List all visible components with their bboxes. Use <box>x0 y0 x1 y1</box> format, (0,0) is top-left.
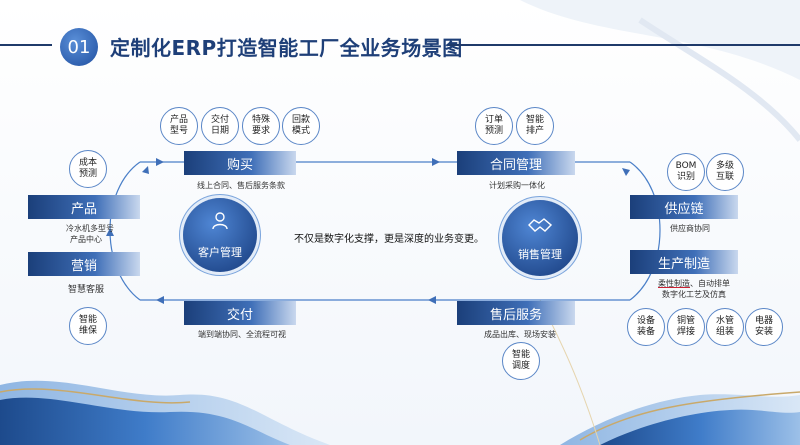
stage-purchase[interactable]: 购买 <box>184 151 296 175</box>
bubble-cost-forecast[interactable]: 成本预测 <box>69 150 107 188</box>
stage-label: 营销 <box>70 258 97 274</box>
bubble-pipe-assembly[interactable]: 水管组装 <box>706 308 744 346</box>
hub-label: 销售管理 <box>518 248 562 261</box>
center-statement: 不仅是数字化支撑，更是深度的业务变更。 <box>294 234 484 245</box>
bubble-payment-mode[interactable]: 回款模式 <box>282 107 320 145</box>
stage-label: 售后服务 <box>489 307 542 323</box>
bubble-equipment[interactable]: 设备装备 <box>627 308 665 346</box>
person-icon <box>211 212 229 233</box>
bubble-multi-link[interactable]: 多级互联 <box>706 153 744 191</box>
stage-production[interactable]: 生产制造 <box>630 250 738 274</box>
hub-label: 客户管理 <box>198 246 242 259</box>
bubble-smart-maintenance[interactable]: 智能维保 <box>69 307 107 345</box>
stage-supply[interactable]: 供应链 <box>630 195 738 219</box>
bubble-copper-welding[interactable]: 铜管焊接 <box>667 308 705 346</box>
hub-customer[interactable]: 客户管理 <box>183 198 257 272</box>
stage-delivery[interactable]: 交付 <box>184 301 296 325</box>
page-title: 定制化ERP打造智能工厂全业务场景图 <box>110 36 463 60</box>
arrow-left-top <box>142 166 149 174</box>
hub-sales[interactable]: 销售管理 <box>502 200 578 276</box>
bubble-smart-dispatch[interactable]: 智能调度 <box>502 342 540 380</box>
loop-left-arc <box>109 161 141 301</box>
stage-product-sub2: 产品中心 <box>70 235 102 244</box>
stage-marketing-sub: 智慧客服 <box>68 285 105 295</box>
section-number: 01 <box>60 28 98 66</box>
title-rule-right <box>448 44 800 46</box>
arrow-bottom-2 <box>156 296 164 304</box>
stage-after-sales-sub: 成品出库、现场安装 <box>484 330 556 339</box>
bubble-special-req[interactable]: 特殊要求 <box>242 107 280 145</box>
bubble-smart-scheduling[interactable]: 智能排产 <box>516 107 554 145</box>
handshake-icon <box>528 216 553 237</box>
stage-contract-sub: 计划采购一体化 <box>489 181 545 190</box>
stage-label: 购买 <box>226 157 253 173</box>
arrow-bottom-1 <box>428 296 436 304</box>
stage-contract[interactable]: 合同管理 <box>457 151 575 175</box>
stage-product[interactable]: 产品 <box>28 195 140 219</box>
stage-delivery-sub: 端到端协同、全流程可视 <box>198 330 286 339</box>
stage-marketing[interactable]: 营销 <box>28 252 140 276</box>
arrow-top-2 <box>432 158 440 166</box>
stage-label: 交付 <box>226 307 253 323</box>
title-bar: 01 定制化ERP打造智能工厂全业务场景图 <box>0 24 800 66</box>
arrow-left-mid <box>106 228 114 236</box>
bubble-electrical-install[interactable]: 电器安装 <box>745 308 783 346</box>
stage-after-sales[interactable]: 售后服务 <box>457 301 575 325</box>
bubble-product-model[interactable]: 产品型号 <box>160 107 198 145</box>
stage-label: 生产制造 <box>657 256 710 272</box>
stage-label: 产品 <box>70 201 97 217</box>
bubble-delivery-date[interactable]: 交付日期 <box>201 107 239 145</box>
loop-right-arc <box>629 161 661 301</box>
stage-label: 供应链 <box>664 201 704 217</box>
title-rule-left <box>0 44 52 46</box>
stage-production-sub2: 数字化工艺及仿真 <box>662 290 726 299</box>
bubble-order-forecast[interactable]: 订单预测 <box>475 107 513 145</box>
arrow-right-top <box>622 168 630 176</box>
stage-production-sub: 柔性制造、自动排单 <box>658 279 730 288</box>
stage-product-sub: 冷水机多型号 <box>66 224 114 233</box>
stage-label: 合同管理 <box>489 157 542 173</box>
stage-supply-sub: 供应商协同 <box>670 224 710 233</box>
flexible-manufacturing: 柔性制造 <box>658 279 690 288</box>
stage-purchase-sub: 线上合同、售后服务条款 <box>197 181 285 190</box>
arrow-top-1 <box>156 158 164 166</box>
